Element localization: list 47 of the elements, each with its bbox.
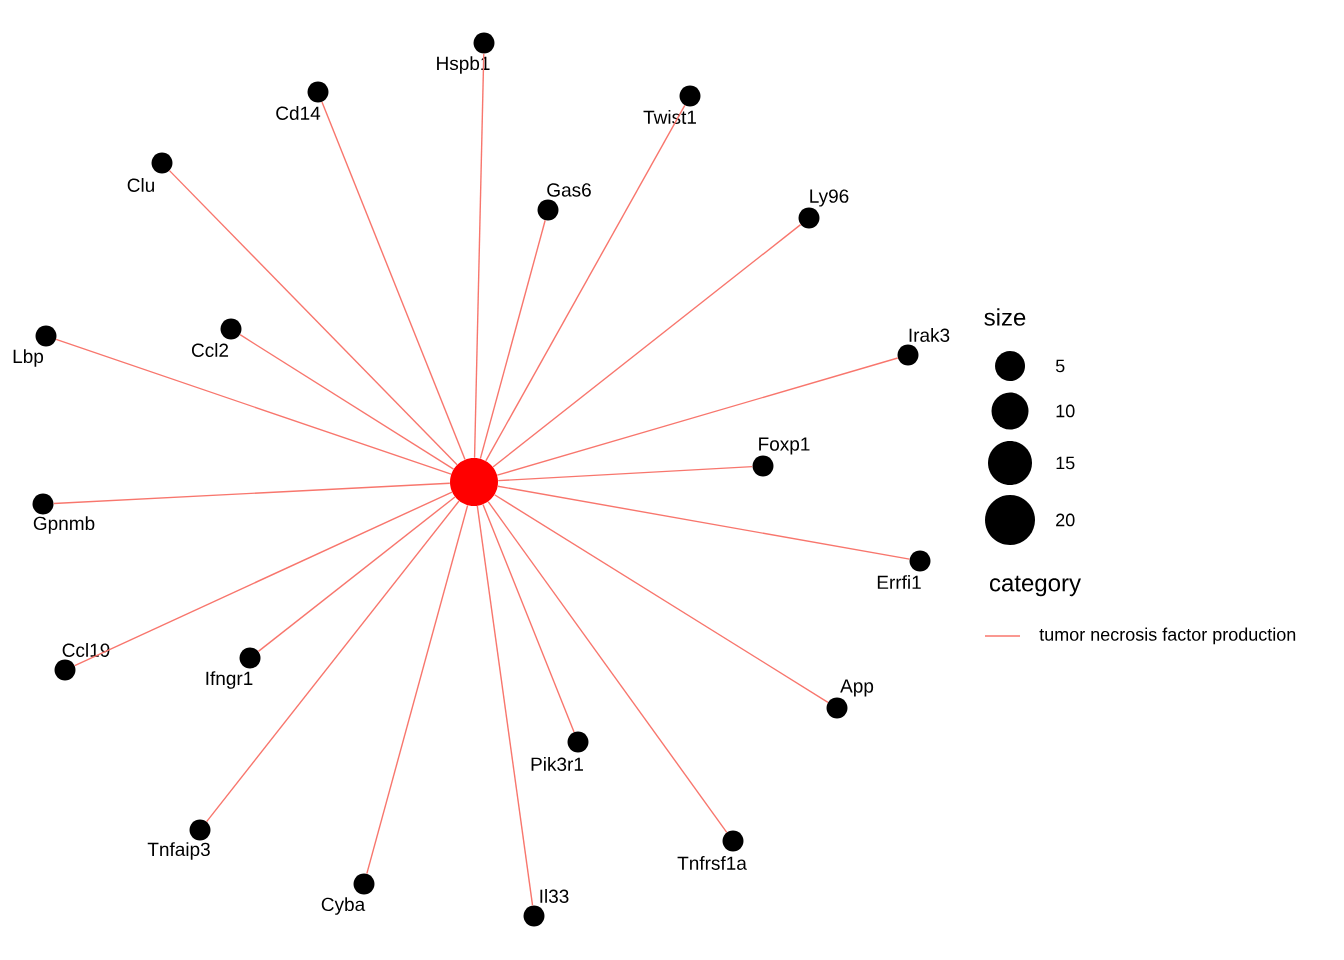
gene-label: Irak3 xyxy=(909,328,950,342)
gene-label: Ly96 xyxy=(810,189,849,207)
legend-text: 20 xyxy=(1056,513,1075,527)
gene-label: Ifngr1 xyxy=(206,671,253,689)
connector-line xyxy=(479,219,546,460)
connector-line xyxy=(55,338,452,475)
legend-title: size xyxy=(984,308,1026,326)
connector-line xyxy=(482,503,575,733)
connector-line xyxy=(497,465,754,482)
legend-title: category xyxy=(990,575,1081,597)
gene-label: Errfi1 xyxy=(877,575,921,589)
gene-label: Foxp1 xyxy=(759,437,810,455)
connector-line xyxy=(257,496,456,653)
gene-label: Clu xyxy=(127,178,154,192)
connector-line xyxy=(239,334,455,470)
connector-line xyxy=(473,53,485,459)
connector-line xyxy=(168,169,458,466)
gene-label: Cyba xyxy=(321,897,366,915)
gene-label: Il33 xyxy=(540,889,569,903)
legend-text: 15 xyxy=(1056,456,1075,470)
connector-line xyxy=(492,223,802,468)
connector-line xyxy=(485,104,686,462)
gene-label: Gas6 xyxy=(547,183,591,197)
gene-label: Gpnmb xyxy=(33,516,95,534)
connector-line xyxy=(321,101,466,461)
legend-text: 10 xyxy=(1056,404,1075,418)
gene-label: Ccl19 xyxy=(62,643,110,657)
connector-line xyxy=(366,504,469,875)
legend-text: 5 xyxy=(1055,359,1065,373)
gene-label: Cd14 xyxy=(276,106,321,120)
gene-label: Tnfrsf1a xyxy=(677,856,747,870)
connector-line xyxy=(74,491,453,667)
gene-label: Twist1 xyxy=(643,110,696,124)
legend-text: tumor necrosis factor production xyxy=(1039,627,1296,645)
connector-line xyxy=(205,500,460,823)
connector-line xyxy=(487,500,728,833)
gene-label: Tnfaip3 xyxy=(147,842,210,860)
connector-line xyxy=(493,494,829,704)
connector-line xyxy=(53,482,451,505)
gene-label: Lbp xyxy=(13,349,44,367)
gene-label: Ccl2 xyxy=(191,343,229,357)
hub-circle xyxy=(450,458,498,506)
connector-line xyxy=(496,357,899,476)
connector-line xyxy=(476,505,534,907)
connector-line xyxy=(497,485,911,560)
gene-label: Pik3r1 xyxy=(531,757,583,771)
gene-label: App xyxy=(840,679,874,697)
